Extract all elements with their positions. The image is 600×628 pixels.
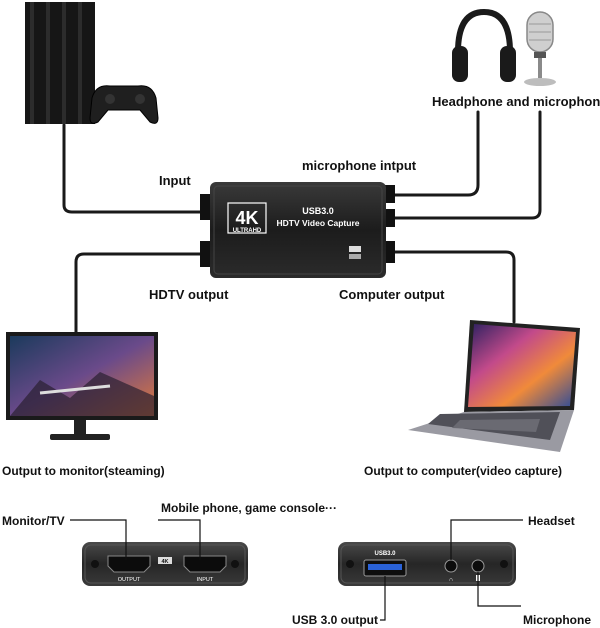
callout-mobile-console xyxy=(158,519,201,560)
cables xyxy=(62,110,542,336)
headset-jack xyxy=(444,559,458,573)
callout-usb-output xyxy=(380,576,386,621)
monitor xyxy=(6,332,158,440)
hdtv-output-cable xyxy=(74,252,202,336)
device-brand-usb: USB3.0 xyxy=(302,206,334,216)
microphone-cable xyxy=(393,110,542,220)
label-microphone: Microphone xyxy=(523,613,591,627)
hdmi-output-port xyxy=(107,555,151,573)
svg-text:∩: ∩ xyxy=(449,577,453,583)
output-port-label: OUTPUT xyxy=(118,577,141,583)
label-output-to-monitor: Output to monitor(steaming) xyxy=(2,464,165,478)
label-output-to-computer: Output to computer(video capture) xyxy=(364,464,562,478)
label-computer-output: Computer output xyxy=(339,287,445,302)
microphone-jack xyxy=(471,559,485,573)
callout-headset xyxy=(450,519,523,560)
headphone-cable xyxy=(393,110,480,197)
label-monitor-tv: Monitor/TV xyxy=(2,514,65,528)
usb-end-view: USB3.0 ∩ xyxy=(338,542,516,586)
label-headset: Headset xyxy=(528,514,575,528)
laptop xyxy=(408,320,580,452)
input-cable xyxy=(62,123,202,214)
label-input: Input xyxy=(159,173,191,188)
microphone-icon xyxy=(524,11,556,86)
port-badge-4k: 4K xyxy=(161,559,168,565)
hdmi-end-view: OUTPUT INPUT 4K xyxy=(82,542,248,586)
label-microphone-input: microphone intput xyxy=(302,158,417,173)
game-console xyxy=(25,2,159,124)
headphone-icon xyxy=(452,8,516,82)
label-hdtv-output: HDTV output xyxy=(149,287,229,302)
callout-lines xyxy=(70,519,523,621)
device-logo-ultrahd: ULTRAHD xyxy=(233,228,262,234)
device-logo-4k: 4K xyxy=(235,208,258,228)
label-headphone-microphone: Headphone and microphone xyxy=(432,94,600,109)
capture-card: 4K ULTRAHD USB3.0 HDTV Video Capture xyxy=(200,182,395,278)
hdmi-input-port xyxy=(183,555,227,573)
label-usb-output: USB 3.0 output xyxy=(292,613,378,627)
label-mobile-game-console: Mobile phone, game console··· xyxy=(161,501,338,515)
device-brand-title: HDTV Video Capture xyxy=(277,218,360,228)
input-port-label: INPUT xyxy=(197,577,214,583)
computer-output-cable xyxy=(393,250,516,324)
usb-top-label: USB3.0 xyxy=(374,551,396,557)
callout-microphone xyxy=(477,572,521,607)
callout-monitor-tv xyxy=(70,519,127,560)
